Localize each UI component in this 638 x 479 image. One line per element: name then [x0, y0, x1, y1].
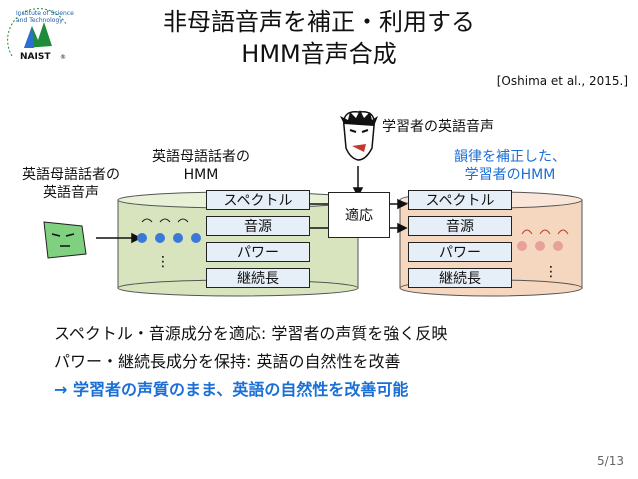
svg-text:⋮: ⋮	[156, 254, 170, 270]
learner-voice-label: 学習者の英語音声	[382, 119, 494, 135]
native-speaker-face-icon	[43, 221, 87, 259]
logo-registered-mark: ®	[60, 54, 66, 61]
naist-emblem-icon	[7, 8, 67, 57]
slide-title-line2: HMM音声合成	[241, 40, 397, 68]
logo-text: Institute of Science and Technology	[16, 10, 74, 24]
learner-hmm-states-icon: ⋮	[517, 229, 569, 280]
naist-logo: NAIST ® Institute of Science and Technol…	[4, 4, 74, 66]
bullet-3: → 学習者の声質のまま、英語の自然性を改善可能	[54, 380, 409, 399]
right-param-duration: 継続長	[408, 268, 512, 288]
right-param-source: 音源	[408, 216, 512, 236]
bullet-2: パワー・継続長成分を保持: 英語の自然性を改善	[54, 352, 401, 371]
learner-face	[336, 108, 382, 168]
left-param-power: パワー	[206, 242, 310, 262]
bullet-1: スペクトル・音源成分を適応: 学習者の声質を強く反映	[54, 324, 448, 343]
native-speaker-label: 英語母語話者の 英語音声	[22, 167, 120, 201]
right-param-power: パワー	[408, 242, 512, 262]
left-param-spectrum: スペクトル	[206, 190, 310, 210]
corrected-hmm-label: 韻律を補正した、 学習者のHMM	[454, 149, 566, 183]
adapt-box: 適応	[328, 192, 390, 238]
citation: [Oshima et al., 2015.]	[496, 74, 628, 88]
learner-face-icon	[340, 110, 378, 161]
page-number: 5/13	[597, 454, 624, 468]
right-param-spectrum: スペクトル	[408, 190, 512, 210]
svg-text:⋮: ⋮	[544, 264, 558, 280]
native-hmm-states-icon: ⋮	[137, 218, 201, 270]
logo-abbr: NAIST	[20, 52, 51, 62]
slide-title-line1: 非母語音声を補正・利用する	[163, 8, 475, 36]
left-param-source: 音源	[206, 216, 310, 236]
native-hmm-label: 英語母語話者の HMM	[152, 149, 250, 183]
left-param-duration: 継続長	[206, 268, 310, 288]
